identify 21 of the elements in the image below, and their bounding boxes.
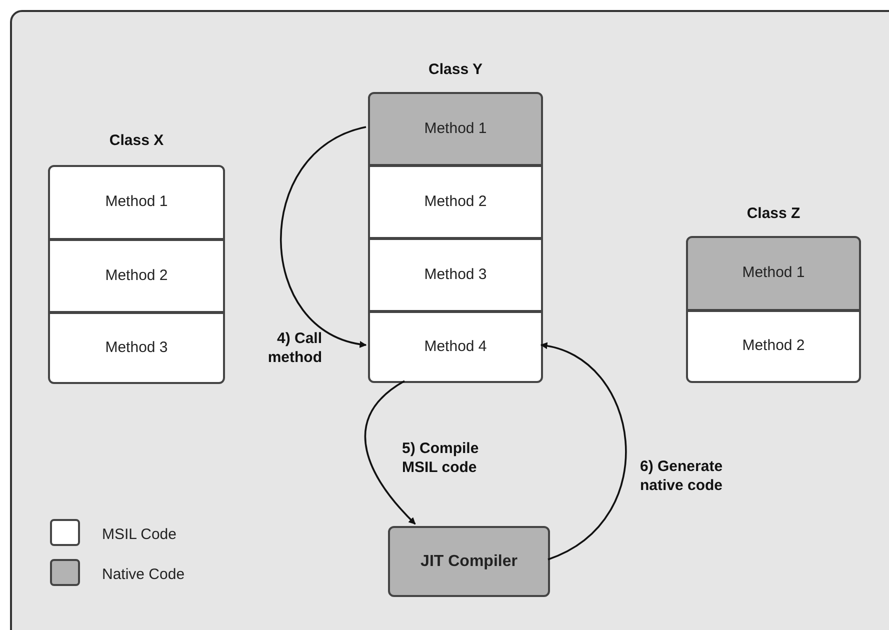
curved-arrow bbox=[540, 343, 626, 560]
edge-label: 5) Compile MSIL code bbox=[402, 440, 480, 478]
class-heading: Class Z bbox=[746, 204, 802, 224]
compiler-box: JIT Compiler bbox=[388, 526, 550, 597]
legend-label: Native Code bbox=[102, 565, 185, 585]
edge-label: 4) Call method bbox=[266, 330, 322, 368]
edge-label: 6) Generate native code bbox=[640, 458, 724, 496]
method-box: Method 3 bbox=[48, 312, 225, 384]
method-box: Method 3 bbox=[368, 238, 543, 312]
method-box: Method 2 bbox=[686, 310, 861, 383]
legend-label: MSIL Code bbox=[102, 525, 176, 545]
method-box: Method 4 bbox=[368, 311, 543, 383]
method-box: Method 2 bbox=[48, 239, 225, 313]
curved-arrow bbox=[280, 126, 367, 347]
curved-arrow bbox=[364, 380, 416, 525]
class-heading: Class Y bbox=[428, 60, 484, 80]
method-box: Method 2 bbox=[368, 165, 543, 239]
method-box: Method 1 bbox=[368, 92, 543, 166]
class-heading: Class X bbox=[108, 131, 165, 151]
method-box: Method 1 bbox=[686, 236, 861, 311]
method-box: Method 1 bbox=[48, 165, 225, 240]
